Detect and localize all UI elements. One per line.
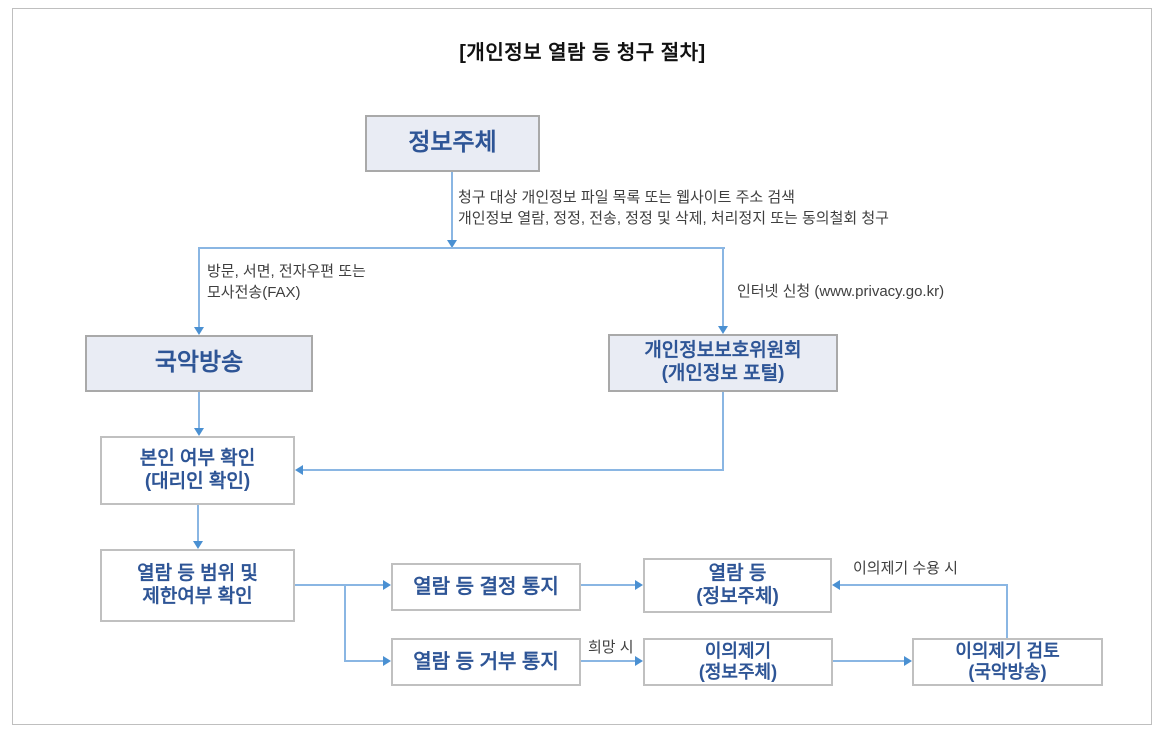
connector-scope-branch-down	[344, 584, 346, 662]
label-online-channel: 인터넷 신청 (www.privacy.go.kr)	[737, 283, 945, 300]
arrow-left-icon	[832, 580, 840, 590]
arrow-right-icon	[383, 580, 391, 590]
arrow-down-icon	[193, 541, 203, 549]
connector-scope-to-refusal	[344, 660, 383, 662]
node-objection: 이의제기 (정보주체)	[643, 638, 833, 686]
connector-scope-to-decision	[295, 584, 383, 586]
label-if-objection-accepted: 이의제기 수용 시	[853, 560, 958, 577]
label-offline-channel: 방문, 서면, 전자우편 또는 모사전송(FAX)	[207, 263, 366, 301]
arrow-down-icon	[718, 326, 728, 334]
node-identity-check: 본인 여부 확인 (대리인 확인)	[100, 436, 295, 505]
arrow-left-icon	[295, 465, 303, 475]
node-access-granted: 열람 등 (정보주체)	[643, 558, 832, 613]
label-request-methods: 청구 대상 개인정보 파일 목록 또는 웹사이트 주소 검색 개인정보 열람, …	[458, 189, 889, 227]
label-if-desired: 희망 시	[588, 639, 634, 656]
connector-pipc-down	[722, 392, 724, 470]
connector-review-to-access	[840, 584, 1007, 586]
node-scope-check: 열람 등 범위 및 제한여부 확인	[100, 549, 295, 622]
arrow-down-icon	[194, 327, 204, 335]
node-pipc-portal: 개인정보보호위원회 (개인정보 포털)	[608, 334, 838, 392]
node-objection-review: 이의제기 검토 (국악방송)	[912, 638, 1103, 686]
diagram-title: [개인정보 열람 등 청구 절차]	[459, 42, 706, 64]
node-gugak-broadcasting: 국악방송	[85, 335, 313, 392]
diagram-frame	[12, 8, 1152, 725]
arrow-right-icon	[383, 656, 391, 666]
connector-right-branch-down	[722, 249, 724, 326]
node-data-subject: 정보주체	[365, 115, 540, 172]
node-refusal-notice: 열람 등 거부 통지	[391, 638, 581, 686]
connector-broadcaster-to-identity	[198, 392, 200, 428]
connector-subject-down	[451, 172, 453, 240]
connector-pipc-to-identity	[303, 469, 724, 471]
connector-refusal-to-objection	[581, 660, 635, 662]
arrow-right-icon	[904, 656, 912, 666]
arrow-right-icon	[635, 580, 643, 590]
arrow-down-icon	[447, 240, 457, 248]
connector-decision-to-access	[581, 584, 635, 586]
arrow-down-icon	[194, 428, 204, 436]
node-decision-notice: 열람 등 결정 통지	[391, 563, 581, 611]
connector-identity-to-scope	[197, 505, 199, 541]
connector-objection-to-review	[833, 660, 904, 662]
connector-review-up	[1006, 584, 1008, 638]
arrow-right-icon	[635, 656, 643, 666]
connector-split-bar	[198, 247, 725, 249]
connector-left-branch-down	[198, 249, 200, 327]
